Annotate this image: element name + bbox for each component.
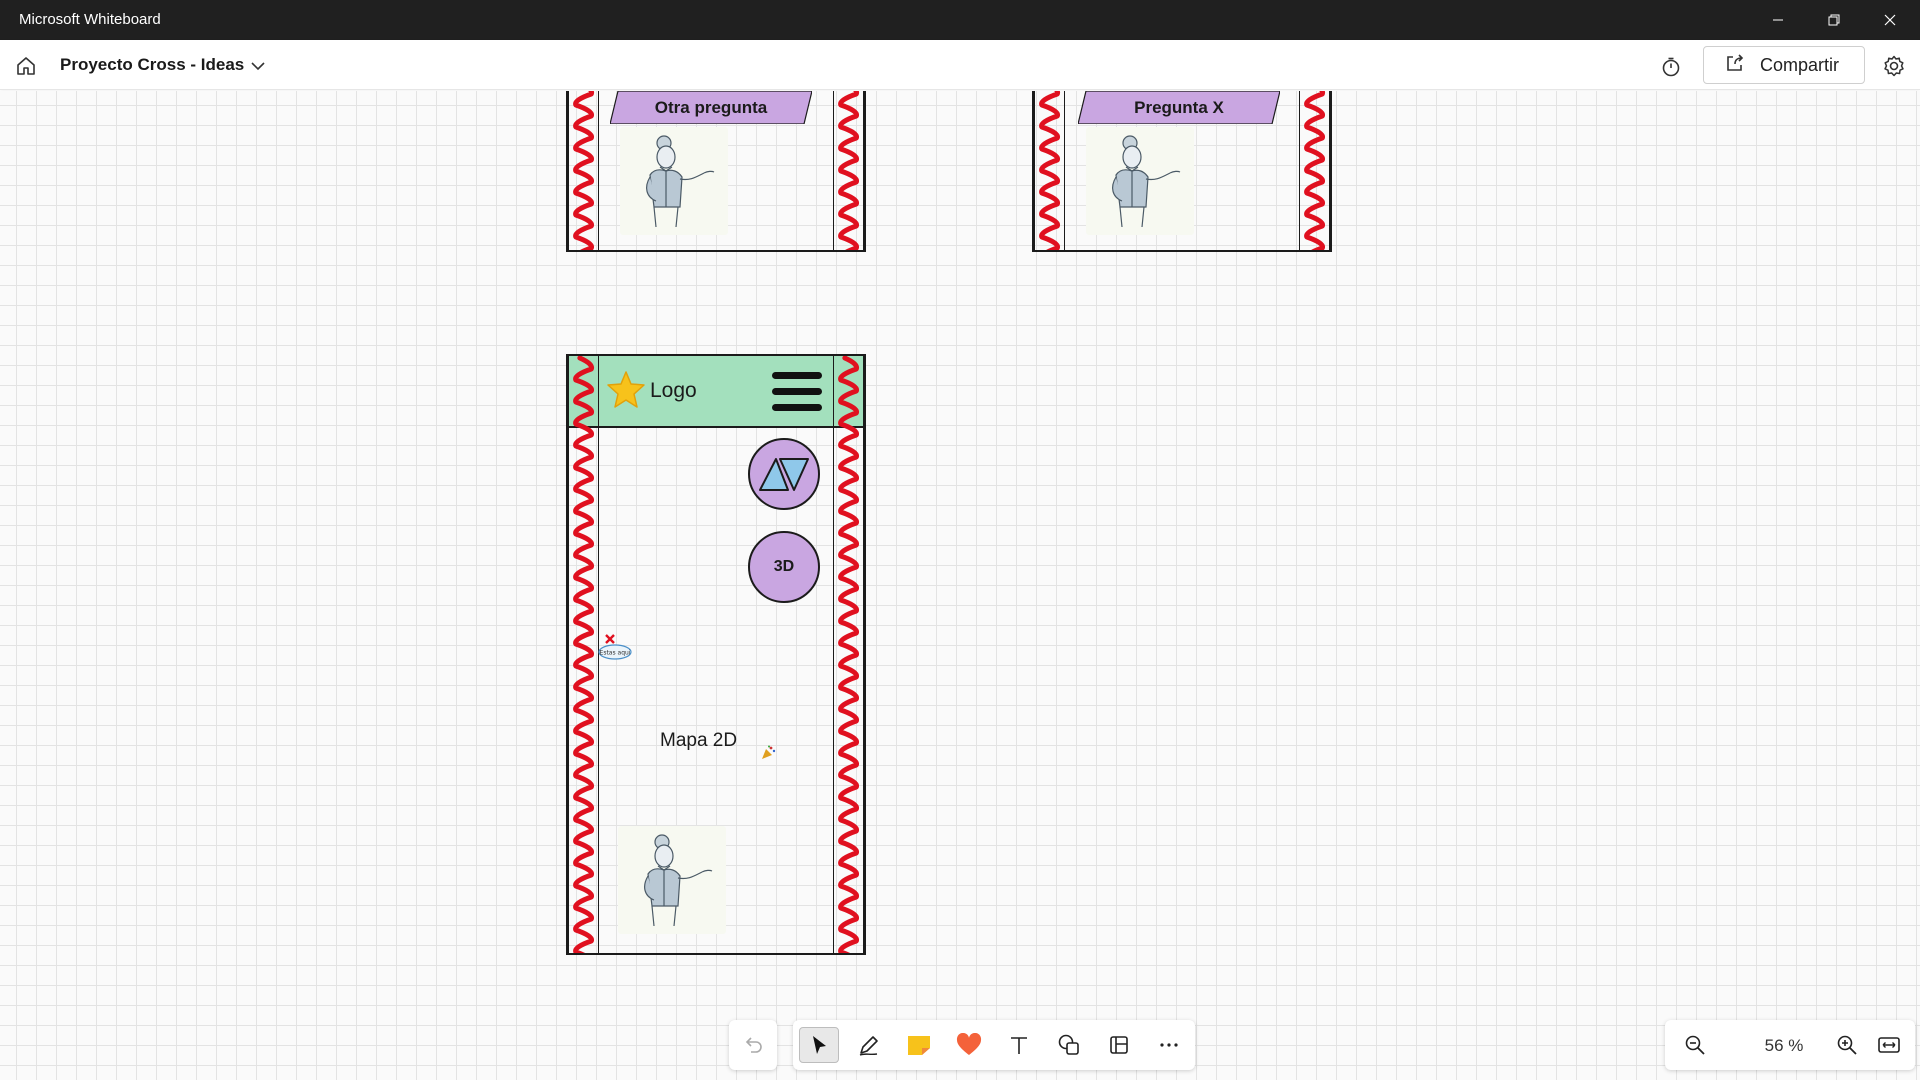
logo-text: Logo	[650, 379, 697, 402]
party-popper-icon	[760, 745, 776, 766]
star-icon	[606, 371, 646, 414]
zoom-out-icon[interactable]	[1677, 1027, 1713, 1063]
zoom-level: 56 %	[1764, 1036, 1804, 1055]
woman-figure	[644, 834, 713, 927]
businesswoman-image[interactable]	[618, 826, 726, 934]
zigzag-stroke	[573, 91, 595, 250]
whiteboard-canvas[interactable]: Otra pregunta Pregunta X Logo	[0, 91, 1920, 1080]
question-label-shape[interactable]	[1078, 91, 1280, 124]
gear-icon[interactable]	[1880, 52, 1908, 80]
more-icon[interactable]	[1149, 1027, 1189, 1063]
minimize-icon[interactable]	[1750, 0, 1806, 40]
app-header: Proyecto Cross - Ideas Compartir	[0, 40, 1920, 90]
zigzag-border-left	[1034, 91, 1065, 250]
businesswoman-image[interactable]	[1086, 127, 1194, 235]
map-label: Mapa 2D	[660, 730, 738, 751]
zigzag-border-left	[568, 356, 599, 953]
zigzag-border-right	[833, 356, 864, 953]
app-header-bar[interactable]: Logo	[568, 356, 864, 428]
2d-view-button[interactable]	[748, 438, 820, 510]
board-title[interactable]: Proyecto Cross - Ideas	[60, 55, 245, 74]
share-label: Compartir	[1760, 54, 1840, 75]
3d-view-button[interactable]: 3D	[748, 531, 820, 603]
hamburger-menu-icon[interactable]	[770, 370, 824, 419]
question-label-shape[interactable]	[610, 91, 812, 124]
zoom-in-icon[interactable]	[1829, 1027, 1865, 1063]
3d-button-label: 3D	[773, 558, 795, 575]
templates-icon[interactable]	[1099, 1027, 1139, 1063]
zigzag-stroke	[1039, 91, 1061, 250]
sticky-note-icon[interactable]	[899, 1027, 939, 1063]
title-bar: Microsoft Whiteboard	[0, 0, 1920, 40]
question-label: Otra pregunta	[654, 98, 768, 117]
businesswoman-image[interactable]	[620, 127, 728, 235]
zigzag-stroke	[1304, 91, 1326, 250]
question-frame-left[interactable]: Otra pregunta	[566, 91, 866, 252]
zigzag-border-left	[568, 91, 599, 250]
tools-group	[793, 1020, 1195, 1070]
home-icon[interactable]	[12, 52, 40, 80]
pen-icon[interactable]	[849, 1027, 889, 1063]
select-icon[interactable]	[799, 1027, 839, 1063]
undo-icon[interactable]	[733, 1027, 773, 1063]
close-icon[interactable]	[1862, 0, 1918, 40]
fit-to-screen-icon[interactable]	[1871, 1027, 1907, 1063]
undo-group	[729, 1020, 777, 1070]
shapes-icon[interactable]	[1049, 1027, 1089, 1063]
share-button[interactable]: Compartir	[1703, 46, 1865, 84]
reaction-heart-icon[interactable]	[949, 1027, 989, 1063]
svg-text:Estas aqui: Estas aqui	[600, 650, 631, 657]
zoom-controls: 56 %	[1665, 1020, 1915, 1070]
zigzag-stroke	[838, 356, 860, 953]
app-title: Microsoft Whiteboard	[19, 11, 161, 28]
phone-mockup-frame[interactable]: Logo 3D Estas aqui Mapa	[566, 354, 866, 955]
text-icon[interactable]	[999, 1027, 1039, 1063]
zigzag-border-right	[833, 91, 864, 250]
triangles-icon	[759, 458, 809, 491]
woman-figure	[1112, 135, 1181, 228]
restore-icon[interactable]	[1806, 0, 1862, 40]
zigzag-stroke	[838, 91, 860, 250]
bottom-toolbar	[729, 1020, 1195, 1070]
zigzag-border-right	[1299, 91, 1330, 250]
woman-figure	[646, 135, 715, 228]
question-label: Pregunta X	[1134, 98, 1224, 117]
question-frame-right[interactable]: Pregunta X	[1032, 91, 1332, 252]
timer-icon[interactable]	[1657, 53, 1685, 81]
zigzag-stroke	[573, 356, 595, 953]
chevron-down-icon[interactable]	[248, 56, 268, 76]
share-icon	[1724, 52, 1746, 79]
location-marker[interactable]: Estas aqui	[597, 632, 637, 667]
